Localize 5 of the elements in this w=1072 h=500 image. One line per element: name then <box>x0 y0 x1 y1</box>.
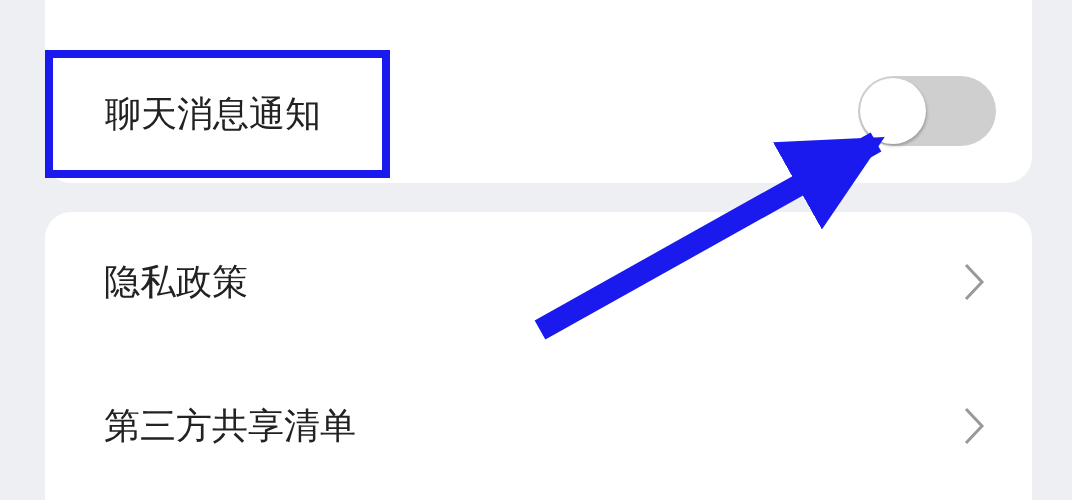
menu-item-label: 第三方共享清单 <box>104 404 356 448</box>
menu-item-label: 隐私政策 <box>104 260 248 304</box>
arrow <box>534 132 885 340</box>
setting-label: 聊天消息通知 <box>104 91 321 136</box>
highlight-box <box>45 50 390 178</box>
